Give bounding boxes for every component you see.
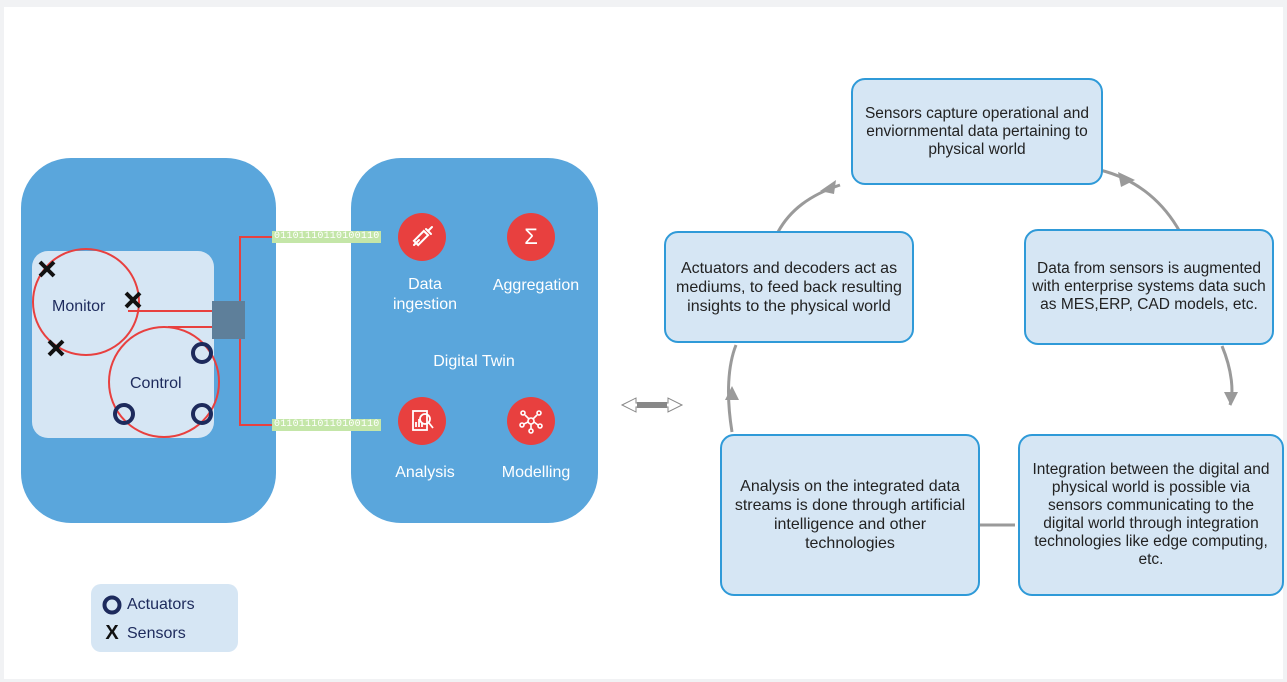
report-magnifier-icon [398, 397, 446, 445]
binary-stream-top: 01101110110100110 [272, 231, 382, 243]
digital-twin-title: Digital Twin [433, 353, 515, 370]
monitor-loop [32, 248, 140, 356]
control-down-line [239, 320, 276, 426]
legend-sensors-label: Sensors [127, 624, 186, 642]
syringe-icon [398, 213, 446, 261]
connector-block [212, 301, 245, 339]
sigma-icon: Σ [507, 213, 555, 261]
cycle-step-integration: Integration between the digital and phys… [1018, 434, 1284, 596]
legend-actuators: Actuators [101, 594, 195, 616]
cycle-step-data-augmented: Data from sensors is augmented with ente… [1024, 229, 1274, 345]
control-loop [108, 326, 220, 438]
legend: Actuators X Sensors [91, 584, 238, 652]
sensor-x-icon: X [105, 622, 119, 644]
cycle-step-actuators: Actuators and decoders act as mediums, t… [664, 231, 914, 343]
aggregation-label: Aggregation [492, 277, 580, 294]
sensor-x [47, 339, 65, 357]
actuator-ring-icon [102, 595, 122, 615]
monitor-link-line [128, 236, 276, 312]
binary-stream-bottom: 01101110110100110 [272, 419, 382, 431]
network-nodes-icon [507, 397, 555, 445]
data-ingestion-label: Data ingestion [392, 276, 458, 313]
modelling-label: Modelling [501, 464, 571, 481]
control-label: Control [130, 375, 182, 392]
actuator-ring [113, 403, 135, 425]
analysis-label: Analysis [395, 464, 455, 481]
cycle-step-sensors-capture: Sensors capture operational and enviornm… [851, 78, 1103, 185]
sensor-x [124, 291, 142, 309]
cycle-step-analysis: Analysis on the integrated data streams … [720, 434, 980, 596]
legend-actuators-label: Actuators [127, 596, 195, 613]
monitor-label: Monitor [52, 298, 106, 315]
digital-twin-panel [351, 158, 598, 523]
sensor-x [38, 260, 56, 278]
actuator-ring [191, 403, 213, 425]
actuator-ring [191, 342, 213, 364]
legend-sensors: X Sensors [101, 622, 186, 645]
